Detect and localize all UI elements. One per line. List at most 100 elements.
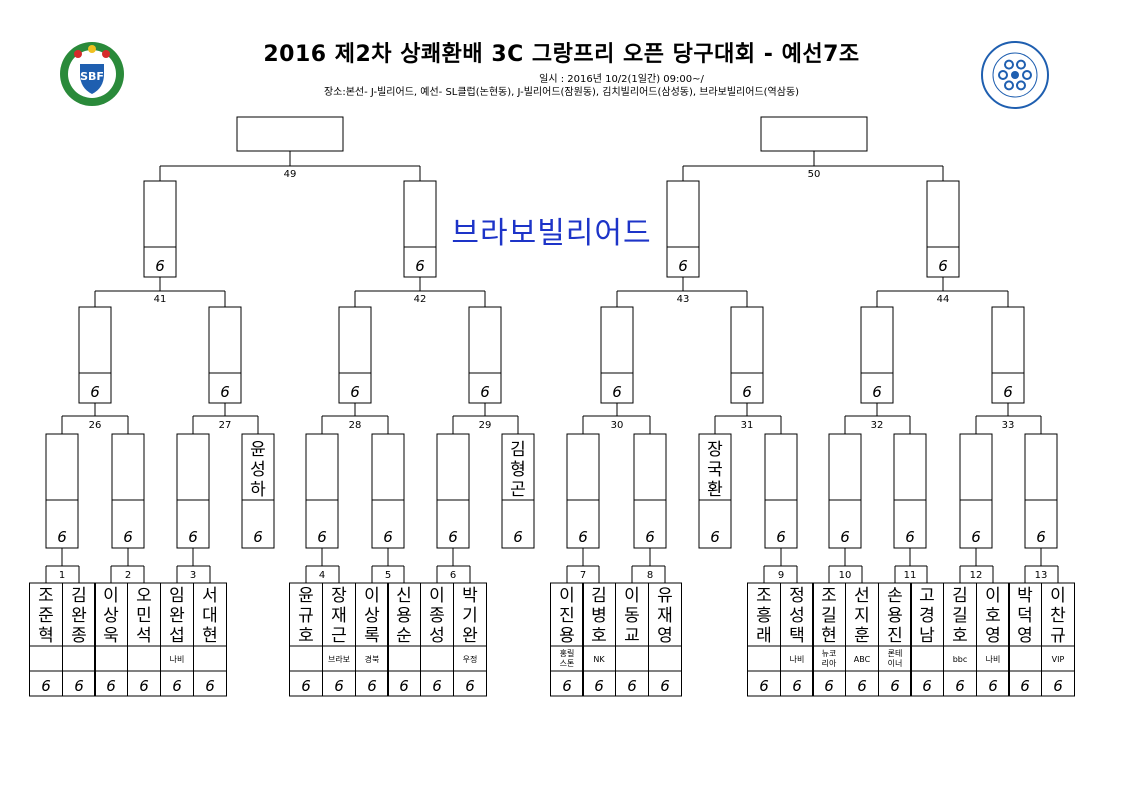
- vertical-name-char: 영: [985, 626, 1001, 646]
- vertical-name-char: 진: [559, 606, 575, 626]
- score-mark: 6: [594, 677, 604, 695]
- score-mark: 6: [1053, 677, 1063, 695]
- player-club: 브라보: [328, 655, 350, 664]
- vertical-name-char: 남: [919, 626, 935, 646]
- score-mark: 6: [792, 677, 802, 695]
- venue-stamp: 브라보빌리어드: [451, 216, 652, 251]
- logo-text: SBF: [80, 70, 104, 83]
- match-number: 5: [385, 570, 391, 581]
- score-mark: 6: [922, 677, 932, 695]
- page-title: 2016 제2차 상쾌환배 3C 그랑프리 오픈 당구대회 - 예선7조: [263, 42, 860, 67]
- score-mark: 6: [188, 528, 198, 546]
- score-mark: 6: [612, 383, 622, 401]
- vertical-name-char: 윤: [298, 586, 314, 606]
- vertical-name-char: 선: [854, 586, 870, 606]
- score-mark: 6: [578, 528, 588, 546]
- vertical-name-char: 섭: [169, 626, 185, 646]
- vertical-name-char: 고: [919, 586, 935, 606]
- player-club: ABC: [854, 655, 871, 664]
- match-number: 27: [219, 420, 232, 431]
- vertical-name-char: 영: [1017, 626, 1033, 646]
- player-club: 론테: [888, 649, 903, 658]
- score-mark: 6: [890, 677, 900, 695]
- vertical-name-char: 병: [591, 606, 607, 626]
- result-box: [698, 433, 732, 549]
- match-number: 33: [1002, 420, 1015, 431]
- player-club: NK: [593, 655, 605, 664]
- vertical-name-char: 근: [331, 626, 347, 646]
- vertical-name-char: 경: [919, 606, 935, 626]
- vertical-name-char: 이: [985, 586, 1001, 606]
- score-mark: 6: [840, 528, 850, 546]
- vertical-name-char: 대: [202, 606, 218, 626]
- player-box: [453, 582, 487, 697]
- seoul-sports-council-logo: [981, 41, 1049, 109]
- score-mark: 6: [824, 677, 834, 695]
- logo-petal: [1004, 80, 1014, 91]
- vertical-name-char: 영: [657, 626, 673, 646]
- score-mark: 6: [905, 528, 915, 546]
- vertical-name-char: 길: [821, 606, 837, 626]
- vertical-name-char: 이: [103, 586, 119, 606]
- vertical-name-char: 준: [38, 606, 54, 626]
- score-mark: 6: [367, 677, 377, 695]
- score-mark: 6: [432, 677, 442, 695]
- vertical-name-char: 완: [71, 606, 87, 626]
- match-number: 28: [349, 420, 362, 431]
- vertical-name-char: 상: [364, 606, 380, 626]
- match-number: 26: [89, 420, 102, 431]
- vertical-name-char: 석: [136, 626, 152, 646]
- score-mark: 6: [710, 528, 720, 546]
- vertical-name-char: 지: [854, 606, 870, 626]
- vertical-name-char: 이: [1050, 586, 1066, 606]
- score-mark: 6: [513, 528, 523, 546]
- vertical-name-char: 용: [887, 606, 903, 626]
- score-mark: 6: [678, 257, 688, 275]
- vertical-name-char: 성: [789, 606, 805, 626]
- player-club: 리아: [822, 658, 837, 668]
- score-mark: 6: [334, 677, 344, 695]
- player-box: [193, 582, 227, 697]
- vertical-name-char: 성: [250, 460, 266, 480]
- logo-petal: [998, 70, 1008, 80]
- player-club: bbc: [953, 655, 968, 664]
- logo-inner-ring: [992, 52, 1038, 98]
- result-box: [501, 433, 535, 549]
- vertical-name-char: 기: [462, 606, 478, 626]
- result-box: [241, 433, 275, 549]
- score-mark: 6: [857, 677, 867, 695]
- vertical-name-char: 윤: [250, 440, 266, 460]
- match-number: 29: [479, 420, 492, 431]
- vertical-name-char: 길: [952, 606, 968, 626]
- vertical-name-char: 정: [789, 586, 805, 606]
- score-mark: 6: [415, 257, 425, 275]
- player-club: 우정: [463, 654, 478, 664]
- vertical-name-char: 김: [71, 586, 87, 606]
- player-club: VIP: [1052, 655, 1065, 664]
- score-mark: 6: [1003, 383, 1013, 401]
- logo-petal: [1016, 80, 1026, 91]
- match-number: 1: [59, 570, 65, 581]
- score-mark: 6: [205, 677, 215, 695]
- score-mark: 6: [90, 383, 100, 401]
- match-number: 30: [611, 420, 624, 431]
- vertical-name-char: 상: [103, 606, 119, 626]
- score-mark: 6: [301, 677, 311, 695]
- vertical-name-char: 민: [136, 606, 152, 626]
- match-number: 10: [839, 570, 852, 581]
- vertical-name-char: 록: [364, 626, 380, 646]
- final-match-number: 49: [284, 169, 297, 180]
- score-mark: 6: [480, 383, 490, 401]
- vertical-name-char: 신: [396, 586, 412, 606]
- vertical-name-char: 성: [429, 626, 445, 646]
- match-number: 4: [319, 570, 325, 581]
- match-number: 43: [677, 294, 690, 305]
- player-club: 나비: [170, 655, 185, 664]
- vertical-name-char: 형: [510, 460, 526, 480]
- player-box: [550, 582, 584, 697]
- vertical-name-char: 래: [756, 626, 772, 646]
- player-club: 나비: [790, 655, 805, 664]
- vertical-name-char: 재: [331, 606, 347, 626]
- venue-line: 장소:본선- J-빌리어드, 예선- SL클럽(논현동), J-빌리어드(잠원동…: [323, 87, 800, 98]
- match-number: 6: [450, 570, 456, 581]
